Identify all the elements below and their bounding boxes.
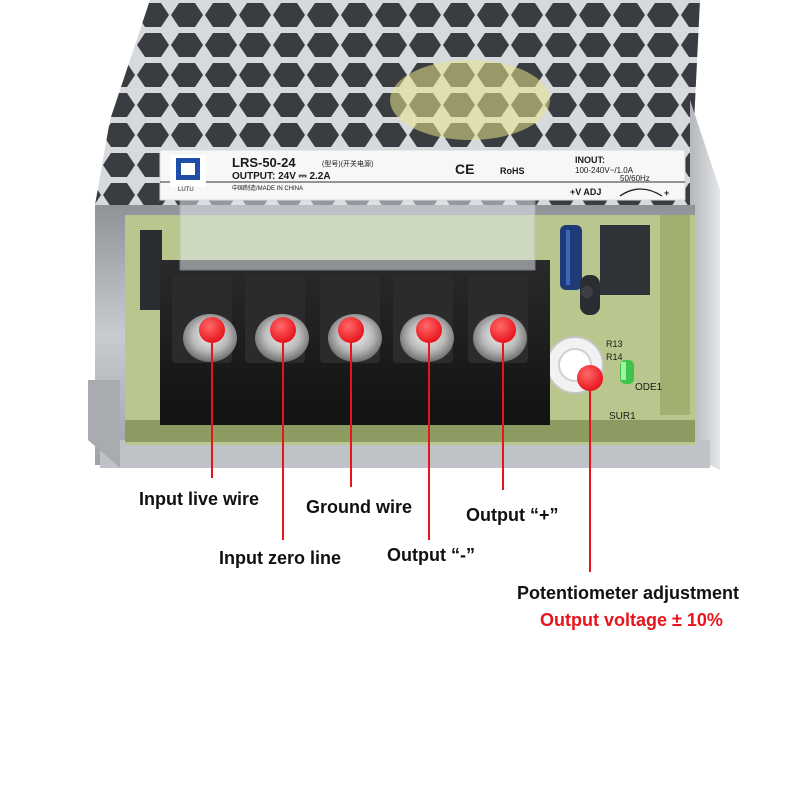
callout-voltage-range: Output voltage ± 10% bbox=[540, 610, 723, 630]
marker-dots bbox=[199, 317, 603, 391]
callout-ground: Ground wire bbox=[306, 497, 413, 517]
pointer-lines bbox=[211, 330, 591, 572]
marker-dot-pot bbox=[577, 365, 603, 391]
callout-potentiometer: Potentiometer adjustment bbox=[517, 583, 740, 603]
housing-side bbox=[690, 100, 720, 470]
output-spec-text: OUTPUT: 24V ⎓ 2.2A bbox=[232, 171, 331, 182]
adj-plus-text: + bbox=[664, 188, 669, 198]
model-text: LRS-50-24 bbox=[232, 155, 296, 170]
pcb-components bbox=[140, 225, 650, 384]
pcb-label-r14: R14 bbox=[606, 352, 623, 362]
input-title-text: INOUT: bbox=[575, 155, 605, 165]
pcb-label-r13: R13 bbox=[606, 339, 623, 349]
pcb-label-sur1: SUR1 bbox=[609, 411, 636, 422]
logo-text: LUTU bbox=[178, 187, 194, 193]
callout-output-minus: Output “-” bbox=[387, 545, 475, 565]
callout-input-zero: Input zero line bbox=[219, 548, 342, 568]
adj-label-text: +V ADJ bbox=[570, 187, 601, 197]
origin-text: 中国制造/MADE IN CHINA bbox=[232, 184, 303, 192]
callout-input-live: Input live wire bbox=[139, 489, 260, 509]
marker-dot-ground bbox=[338, 317, 364, 343]
marker-dot-live bbox=[199, 317, 225, 343]
marker-dot-zero bbox=[270, 317, 296, 343]
marker-dot-minus bbox=[416, 317, 442, 343]
input-spec-text: 100-240V~/1.0A bbox=[575, 166, 634, 175]
rohs-mark: RoHS bbox=[500, 166, 525, 176]
product-label: LUTU LRS-50-24 (型号)(开关电源) OUTPUT: 24V ⎓ … bbox=[159, 149, 686, 201]
callout-output-plus: Output “+” bbox=[466, 505, 559, 525]
marker-dot-plus bbox=[490, 317, 516, 343]
ce-mark: CE bbox=[455, 161, 474, 177]
input-freq-text: 50/60Hz bbox=[620, 174, 650, 183]
pcb-label-ode1: ODE1 bbox=[635, 382, 663, 393]
terminal-cover bbox=[179, 189, 536, 271]
model-note-text: (型号)(开关电源) bbox=[322, 159, 373, 168]
adj-arrow-icon bbox=[619, 188, 663, 197]
